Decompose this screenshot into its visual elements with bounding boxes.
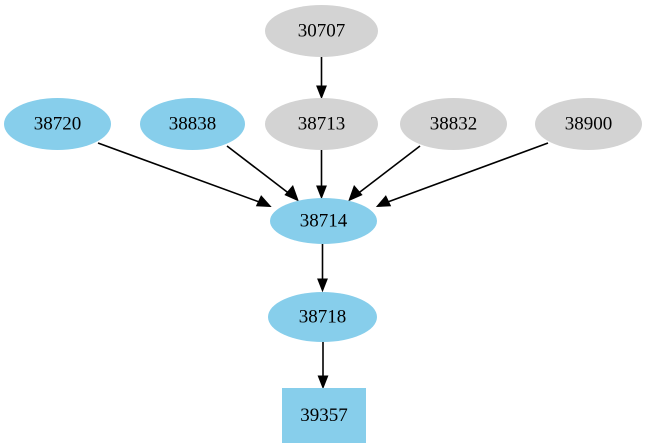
edge-line (226, 145, 292, 196)
node-label: 38714 (300, 210, 348, 231)
arrow-head-icon (317, 375, 329, 390)
edges-group (97, 57, 549, 390)
edge-38900-to-38714 (375, 142, 549, 208)
arrow-head-icon (284, 185, 299, 202)
arrow-head-icon (316, 85, 327, 100)
node-label: 38832 (430, 113, 478, 134)
node-shape-ellipse[interactable] (4, 98, 111, 150)
node-shape-ellipse[interactable] (265, 98, 378, 150)
node-shape-ellipse[interactable] (400, 98, 507, 150)
node-shape-ellipse[interactable] (140, 98, 245, 150)
graph-node-38718[interactable]: 38718 (268, 292, 377, 342)
graph-node-38900[interactable]: 38900 (535, 98, 642, 150)
edge-38838-to-38714 (226, 145, 299, 202)
graph-node-39357[interactable]: 39357 (282, 388, 366, 443)
node-shape-ellipse[interactable] (265, 5, 378, 57)
node-shape-box[interactable] (282, 388, 366, 443)
graph-node-38713[interactable]: 38713 (265, 98, 378, 150)
arrow-head-icon (316, 185, 327, 200)
arrow-head-icon (255, 195, 272, 208)
node-label: 38713 (298, 113, 346, 134)
edge-line (97, 142, 263, 204)
edge-38718-to-39357 (317, 342, 329, 390)
node-label: 38720 (34, 113, 82, 134)
node-shape-ellipse[interactable] (535, 98, 642, 150)
graph-node-38832[interactable]: 38832 (400, 98, 507, 150)
edge-line (355, 145, 421, 196)
graph-node-38720[interactable]: 38720 (4, 98, 111, 150)
graph-node-38714[interactable]: 38714 (270, 198, 377, 244)
edge-30707-to-38713 (316, 57, 327, 100)
node-shape-ellipse[interactable] (268, 292, 377, 342)
edge-38832-to-38714 (348, 145, 421, 202)
nodes-group: 30707 38720 38838 38713 38832 38900 38714 38718… (4, 5, 642, 443)
arrow-head-icon (317, 278, 328, 293)
node-label: 38718 (299, 306, 347, 327)
graph-node-30707[interactable]: 30707 (265, 5, 378, 57)
arrow-head-icon (375, 195, 392, 208)
edge-line (384, 142, 549, 204)
edge-38713-to-38714 (316, 150, 327, 200)
node-label: 38900 (565, 113, 613, 134)
node-label: 38838 (169, 113, 217, 134)
node-shape-ellipse[interactable] (270, 198, 377, 244)
edge-38720-to-38714 (97, 142, 272, 208)
edge-38714-to-38718 (317, 244, 328, 293)
node-label: 30707 (298, 20, 346, 41)
graph-node-38838[interactable]: 38838 (140, 98, 245, 150)
node-label: 39357 (300, 405, 348, 426)
arrow-head-icon (348, 185, 363, 202)
